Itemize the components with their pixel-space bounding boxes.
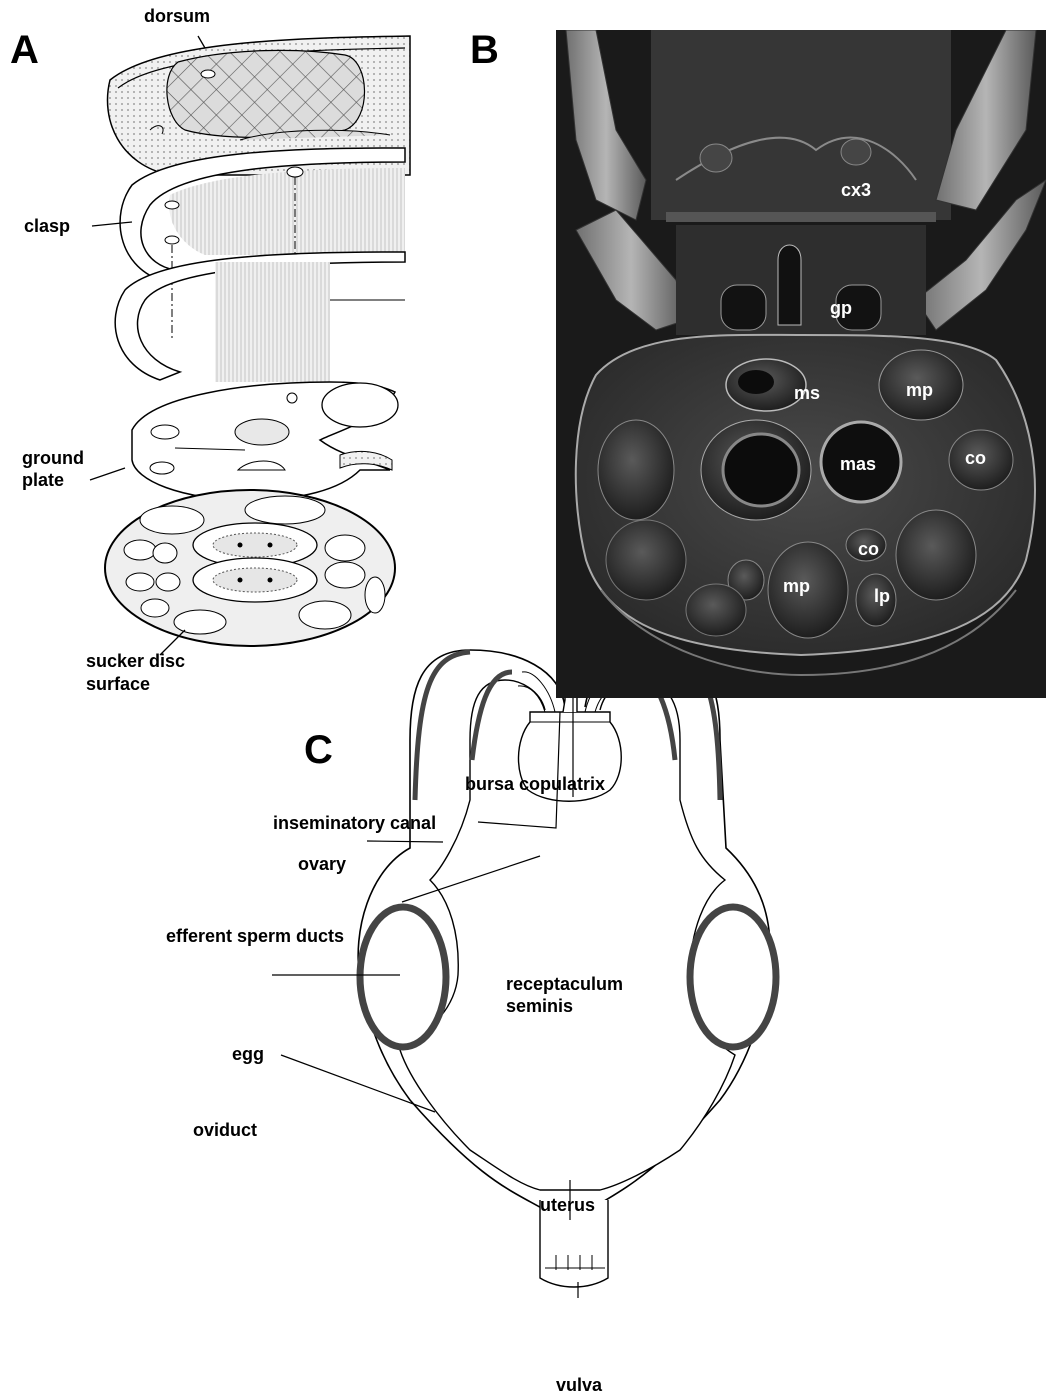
label-inseminatory-canal: inseminatory canal	[273, 813, 436, 834]
label-efferent-sperm-ducts: efferent sperm ducts	[166, 926, 344, 947]
label-co-lower: co	[858, 539, 879, 560]
label-cx3: cx3	[841, 180, 871, 201]
panel-c-letter: C	[304, 728, 333, 773]
label-mp-top: mp	[906, 380, 933, 401]
label-mas: mas	[840, 454, 876, 475]
label-lp: lp	[874, 586, 890, 607]
label-receptaculum-line2: seminis	[506, 996, 573, 1017]
label-dorsum: dorsum	[144, 6, 210, 27]
label-vulva: vulva	[556, 1375, 602, 1396]
label-receptaculum-line1: receptaculum	[506, 974, 623, 995]
label-ms: ms	[794, 383, 820, 404]
label-sucker-disc-line1: sucker disc	[86, 651, 185, 672]
label-uterus: uterus	[540, 1195, 595, 1216]
label-clasp: clasp	[24, 216, 70, 237]
label-mp-bottom: mp	[783, 576, 810, 597]
label-bursa-copulatrix: bursa copulatrix	[465, 774, 605, 795]
label-ovary: ovary	[298, 854, 346, 875]
ground-plate	[132, 382, 398, 500]
sem-micrograph-drawing	[556, 30, 1046, 698]
label-gp: gp	[830, 298, 852, 319]
label-co-right: co	[965, 448, 986, 469]
sem-micrograph: cx3 gp ms mp mas co co mp lp	[556, 30, 1046, 698]
label-ground-plate-line1: ground	[22, 448, 84, 469]
label-sucker-disc-line2: surface	[86, 674, 150, 695]
sucker-disc	[105, 490, 395, 646]
label-oviduct: oviduct	[193, 1120, 257, 1141]
label-ground-plate-line2: plate	[22, 470, 64, 491]
panel-b-letter: B	[470, 28, 499, 73]
label-egg: egg	[232, 1044, 264, 1065]
middle-rim	[115, 252, 405, 382]
